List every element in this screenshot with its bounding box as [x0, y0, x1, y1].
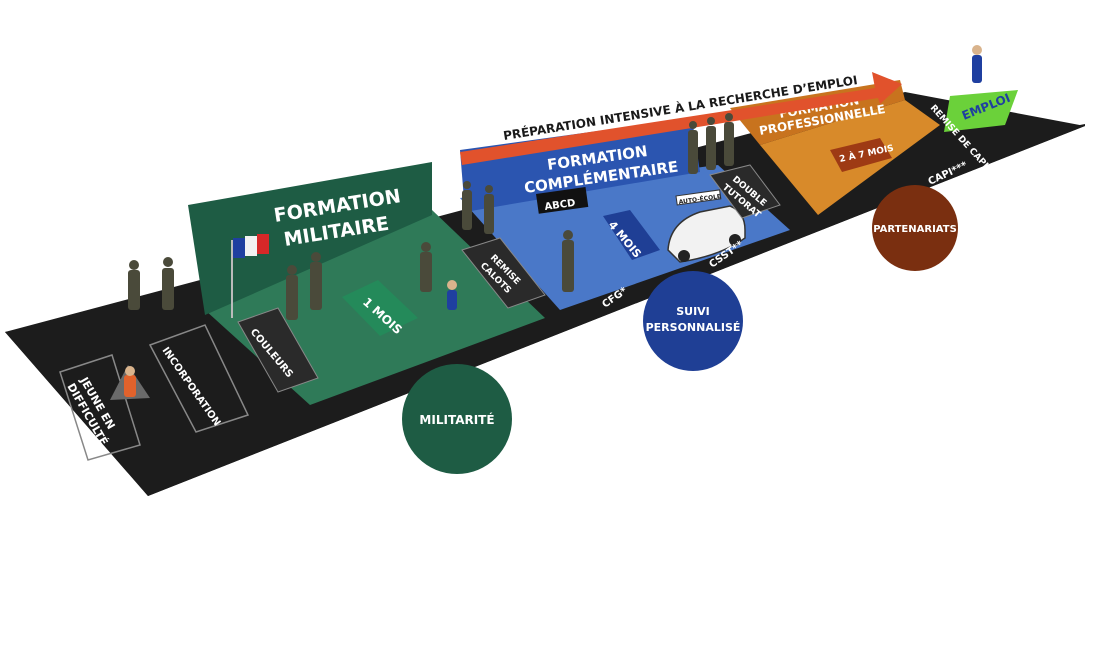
complementaire-back-wall	[460, 118, 700, 212]
double-tutorat-sign: DOUBLE TUTORAT	[709, 164, 781, 221]
svg-text:PERSONNALISÉ: PERSONNALISÉ	[646, 321, 741, 334]
svg-text:ABCD: ABCD	[544, 198, 576, 213]
svg-text:PARTENARIATS: PARTENARIATS	[873, 224, 957, 235]
svg-text:SUIVI: SUIVI	[676, 305, 710, 318]
suivi-personnalise-circle: SUIVI PERSONNALISÉ	[643, 271, 743, 371]
professionnelle-duration-tag: 2 À 7 MOIS	[830, 138, 895, 172]
partenariats-circle: PARTENARIATS	[872, 185, 958, 271]
runner-figure	[447, 280, 457, 310]
emploi-sign: EMPLOI	[944, 90, 1018, 132]
remise-calots-sign: REMISE CALOTS	[461, 237, 546, 309]
militarite-circle: MILITARITÉ	[402, 364, 512, 474]
french-flag-icon	[231, 234, 269, 318]
soldier-figures	[128, 113, 734, 320]
militaire-back-wall	[188, 162, 432, 315]
employed-figure	[972, 45, 982, 83]
svg-text:MILITARITÉ: MILITARITÉ	[419, 412, 494, 427]
job-seeker-figure	[110, 365, 150, 400]
chalkboard: ABCD	[536, 187, 589, 214]
